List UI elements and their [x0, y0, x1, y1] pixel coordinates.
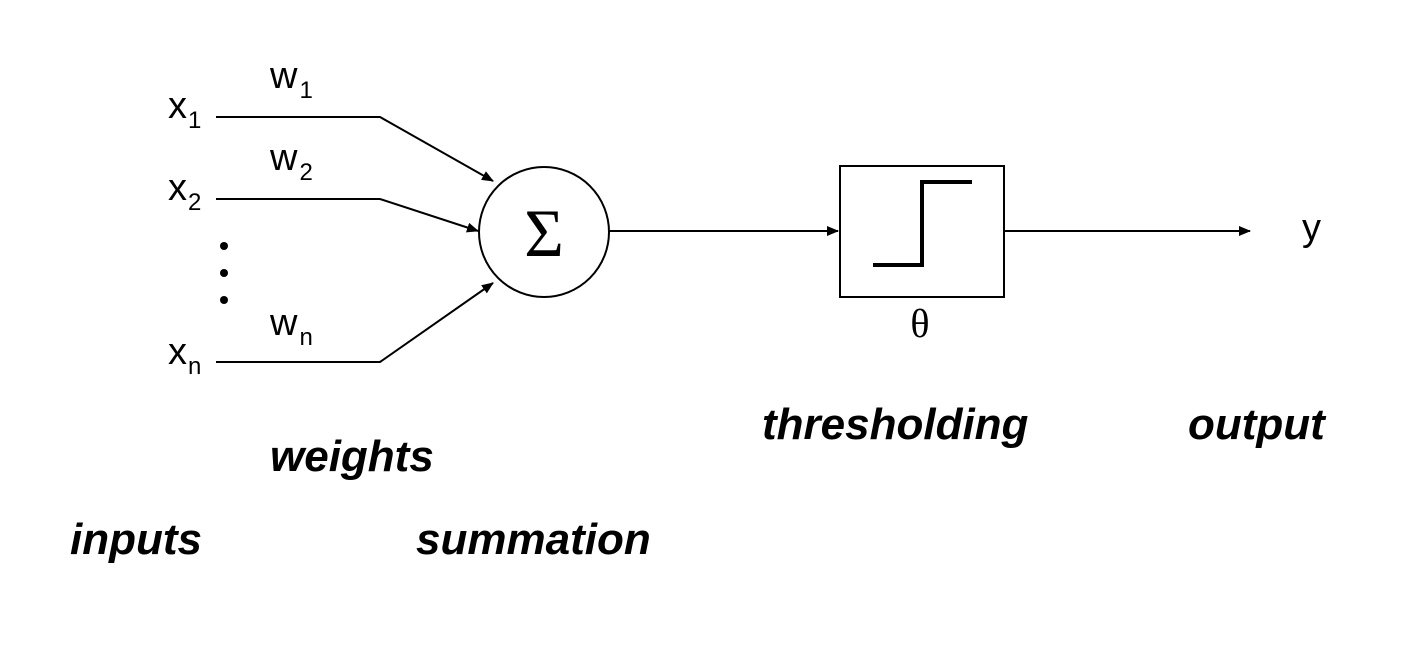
input-label-2: x2	[168, 167, 201, 216]
weight-label-n: wn	[269, 302, 313, 351]
ellipsis-dot	[220, 269, 228, 277]
weight-label-2: w2	[269, 137, 313, 186]
output-symbol: y	[1302, 207, 1321, 249]
ellipsis-dot	[220, 242, 228, 250]
step-function-icon	[873, 180, 972, 267]
weight-label-1: w1	[269, 55, 313, 104]
caption-weights: weights	[270, 432, 434, 481]
ellipsis-dots	[220, 242, 228, 304]
caption-inputs: inputs	[70, 515, 202, 564]
caption-thresholding: thresholding	[762, 400, 1029, 449]
threshold-symbol: θ	[910, 301, 929, 346]
caption-output: output	[1188, 400, 1327, 449]
edge-input-2	[216, 198, 479, 233]
input-label-n: xn	[168, 331, 201, 380]
input-label-1: x1	[168, 85, 201, 134]
edge-input-1	[216, 116, 494, 182]
ellipsis-dot	[220, 296, 228, 304]
edge-input-n	[216, 282, 494, 363]
summation-symbol: Σ	[524, 195, 564, 271]
caption-summation: summation	[416, 515, 651, 564]
